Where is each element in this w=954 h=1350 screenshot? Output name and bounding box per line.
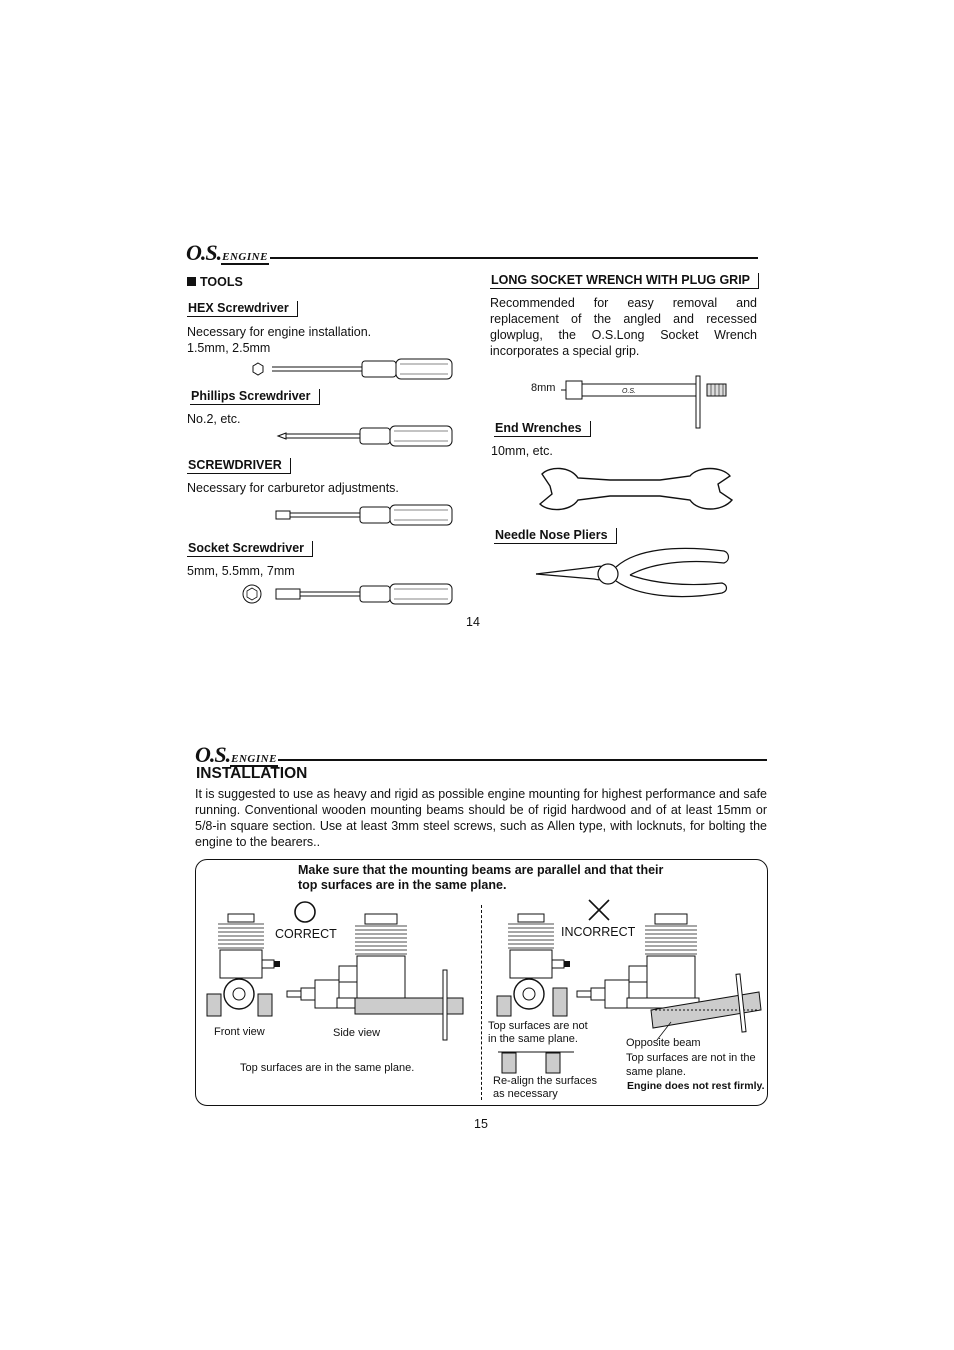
not-same-plane-line1: Top surfaces are not <box>488 1020 588 1032</box>
installation-diagram-box <box>195 859 768 1106</box>
correct-label: CORRECT <box>275 927 337 941</box>
realign-line2: as necessary <box>493 1088 558 1100</box>
socket-desc: 5mm, 5.5mm, 7mm <box>187 564 295 578</box>
end-wrenches-desc: 10mm, etc. <box>491 444 553 458</box>
engine-side-view-incorrect <box>576 913 762 1041</box>
not-same-plane-line2: in the same plane. <box>488 1033 578 1045</box>
flat-screwdriver-illustration <box>275 504 453 526</box>
header-rule <box>270 257 758 259</box>
long-socket-wrench-title: LONG SOCKET WRENCH WITH PLUG GRIP <box>490 273 760 289</box>
long-socket-desc: Recommended for easy removal and replace… <box>490 296 757 358</box>
square-bullet-icon <box>187 277 196 286</box>
os-engine-logo-2: O.S.ENGINE <box>195 742 278 767</box>
hex-screwdriver-title: HEX Screwdriver <box>187 301 298 317</box>
screwdriver-desc: Necessary for carburetor adjustments. <box>187 481 399 495</box>
socket-size-label: 8mm <box>531 382 556 394</box>
incorrect-cross-icon <box>588 899 610 921</box>
diagram-note-line2: top surfaces are in the same plane. <box>298 878 507 892</box>
hex-sizes: 1.5mm, 2.5mm <box>187 341 271 355</box>
phillips-screwdriver-title: Phillips Screwdriver <box>190 389 320 405</box>
installation-body: It is suggested to use as heavy and rigi… <box>195 787 767 849</box>
realign-beams-illustration <box>498 1051 574 1074</box>
not-same-plane2-line1: Top surfaces are not in the <box>626 1052 756 1064</box>
socket-screwdriver-title: Socket Screwdriver <box>187 541 314 557</box>
same-plane-label: Top surfaces are in the same plane. <box>240 1062 415 1074</box>
needle-nose-pliers-illustration <box>535 547 730 598</box>
svg-text:O.S.: O.S. <box>622 388 636 395</box>
hex-desc: Necessary for engine installation. <box>187 325 372 339</box>
page-number-14: 14 <box>466 615 480 629</box>
installation-title: INSTALLATION <box>196 765 308 782</box>
engine-front-view-correct <box>206 913 280 1017</box>
realign-line1: Re-align the surfaces <box>493 1075 597 1087</box>
socket-screwdriver-illustration <box>242 583 453 605</box>
end-wrench-illustration <box>538 467 734 511</box>
engine-front-view-incorrect <box>496 913 570 1017</box>
engine-side-view-correct <box>286 913 464 1041</box>
needle-nose-pliers-title: Needle Nose Pliers <box>494 528 617 544</box>
hex-screwdriver-illustration <box>252 358 453 380</box>
tools-section-title: TOOLS <box>187 275 243 289</box>
page-number-15: 15 <box>474 1117 488 1131</box>
correct-circle-icon <box>294 901 316 923</box>
os-engine-logo: O.S.ENGINE <box>186 240 269 265</box>
diagram-divider <box>481 905 482 1100</box>
front-view-label: Front view <box>214 1026 265 1038</box>
phillips-desc: No.2, etc. <box>187 412 241 426</box>
opposite-beam-label: Opposite beam <box>626 1037 701 1049</box>
header-rule-2 <box>278 759 767 761</box>
incorrect-label: INCORRECT <box>561 925 636 939</box>
not-firm-label: Engine does not rest firmly. <box>627 1080 765 1092</box>
screwdriver-title: SCREWDRIVER <box>187 458 291 474</box>
end-wrenches-title: End Wrenches <box>494 421 591 437</box>
side-view-label: Side view <box>333 1027 381 1039</box>
long-socket-wrench-illustration: O.S. <box>561 375 727 429</box>
diagram-note-line1: Make sure that the mounting beams are pa… <box>298 863 664 877</box>
not-same-plane2-line2: same plane. <box>626 1066 686 1078</box>
phillips-screwdriver-illustration <box>276 425 453 447</box>
